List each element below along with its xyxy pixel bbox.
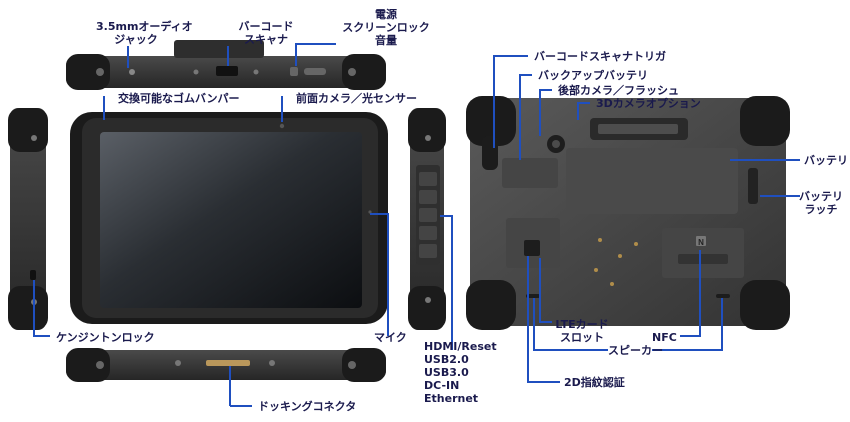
volume-rocker	[304, 68, 326, 75]
label-kensington-lock: ケンジントンロック	[56, 331, 155, 344]
battery-pack	[566, 148, 738, 214]
kensington-slot	[30, 270, 36, 280]
label-speaker: スピーカー	[608, 344, 663, 357]
label-scanner-trigger: バーコードスキャナトリガ	[534, 50, 666, 63]
callout-lines	[33, 43, 800, 407]
back-view: N	[466, 96, 790, 330]
label-barcode-scanner: バーコード スキャナ	[238, 20, 294, 46]
nfc-icon: N	[698, 238, 704, 247]
label-fingerprint: 2D指紋認証	[564, 376, 625, 389]
label-backup-battery: バックアップバッテリ	[538, 69, 648, 82]
label-audio-jack: 3.5mmオーディオ ジャック	[96, 20, 193, 46]
bottom-edge-view	[66, 348, 386, 382]
scanner-trigger	[482, 136, 498, 170]
label-ports: HDMI/Reset USB2.0 USB3.0 DC-IN Ethernet	[424, 340, 497, 405]
front-camera	[279, 123, 285, 129]
top-edge-view	[66, 40, 386, 90]
label-battery-latch: バッテリ ラッチ	[799, 190, 843, 216]
nfc-area	[662, 228, 744, 278]
label-rear-camera: 後部カメラ／フラッシュ	[558, 84, 679, 97]
left-edge-view	[8, 108, 48, 330]
label-front-camera: 前面カメラ／光センサー	[296, 92, 417, 105]
label-docking-connector: ドッキングコネクタ	[258, 400, 357, 413]
label-3d-camera: 3Dカメラオプション	[596, 97, 701, 110]
screen	[100, 132, 362, 308]
label-power-lock-volume: 電源 スクリーンロック 音量	[342, 8, 430, 47]
label-lte-slot: LTEカード スロット	[555, 318, 609, 344]
speaker-right	[716, 294, 730, 298]
label-nfc: NFC	[652, 331, 677, 344]
barcode-scanner-window	[216, 66, 238, 76]
speaker-left	[526, 294, 540, 298]
power-button	[290, 67, 298, 76]
battery-latch	[748, 168, 758, 204]
right-edge-view	[408, 108, 446, 330]
audio-jack	[129, 69, 135, 75]
label-battery: バッテリ	[804, 154, 848, 167]
backup-battery-cover	[502, 158, 558, 188]
label-mic: マイク	[374, 331, 407, 344]
label-rubber-bumper: 交換可能なゴムバンパー	[118, 92, 240, 105]
docking-pins	[206, 360, 250, 366]
front-mic	[368, 210, 372, 214]
front-view	[70, 112, 388, 324]
fingerprint-sensor	[524, 240, 540, 256]
